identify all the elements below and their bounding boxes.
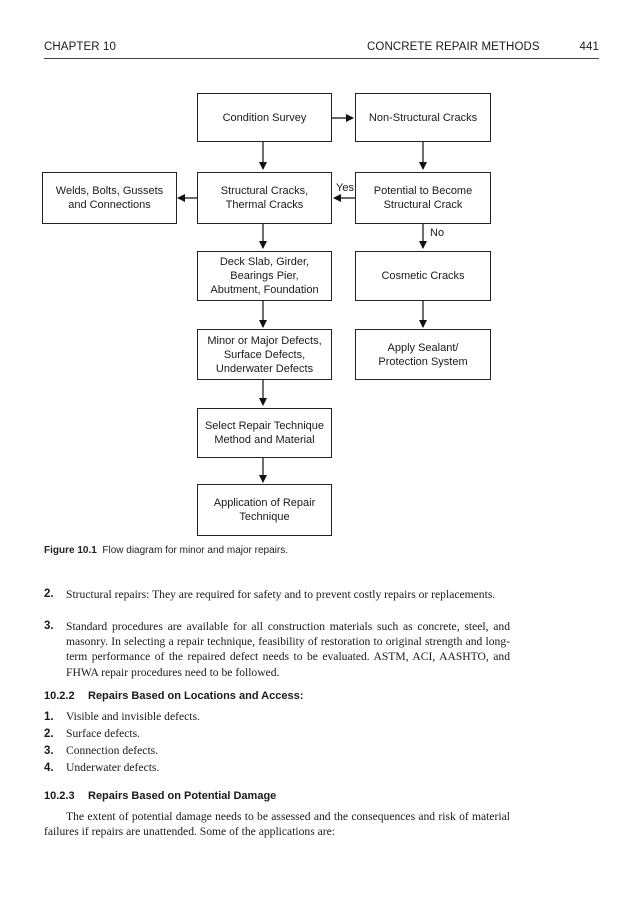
body-paragraph: The extent of potential damage needs to … [44,810,510,839]
item-number: 3. [44,620,54,632]
item-text: Structural repairs: They are required fo… [66,588,496,601]
box-non-structural-cracks: Non-Structural Cracks [355,93,491,142]
figure-caption-text: Flow diagram for minor and major repairs… [102,545,288,556]
box-welds-bolts: Welds, Bolts, Gussets and Connections [42,172,177,224]
item-number: 2. [44,728,54,740]
item-text: Connection defects. [66,744,159,757]
box-cosmetic-cracks: Cosmetic Cracks [355,251,491,301]
box-deck-slab: Deck Slab, Girder, Bearings Pier, Abutme… [197,251,332,301]
box-potential-structural: Potential to Become Structural Crack [355,172,491,224]
item-number: 1. [44,711,54,723]
box-structural-cracks: Structural Cracks, Thermal Cracks [197,172,332,224]
item-text: Visible and invisible defects. [66,710,200,723]
item-text: Surface defects. [66,727,141,740]
page-number: 441 [579,41,599,53]
section-heading-text: Repairs Based on Potential Damage [88,790,277,802]
list-item: 2. Structural repairs: They are required… [44,587,510,602]
section-number: 10.2.2 [44,690,75,702]
item-text: Underwater defects. [66,761,160,774]
list-item: 3. Connection defects. [44,744,158,757]
header-rule [44,58,599,59]
figure-label: Figure 10.1 [44,545,97,556]
chapter-label: CHAPTER 10 [44,41,116,53]
flow-diagram-arrows [177,114,427,483]
label-yes: Yes [336,182,354,194]
figure-caption: Figure 10.1 Flow diagram for minor and m… [44,545,288,556]
box-condition-survey: Condition Survey [197,93,332,142]
running-header: CHAPTER 10 CONCRETE REPAIR METHODS 441 [44,40,599,58]
label-no: No [430,227,445,239]
item-number: 3. [44,745,54,757]
section-heading-10-2-2: 10.2.2 Repairs Based on Locations and Acc… [44,690,303,702]
box-select-technique: Select Repair Technique Method and Mater… [197,408,332,458]
list-item: 3. Standard procedures are available for… [44,619,510,680]
list-item: 4. Underwater defects. [44,761,159,774]
item-number: 2. [44,588,54,600]
item-text: Standard procedures are available for al… [66,620,510,679]
item-number: 4. [44,762,54,774]
list-item: 2. Surface defects. [44,727,140,740]
list-item: 1. Visible and invisible defects. [44,710,200,723]
box-application: Application of Repair Technique [197,484,332,536]
section-number: 10.2.3 [44,790,75,802]
box-apply-sealant: Apply Sealant/ Protection System [355,329,491,380]
section-heading-text: Repairs Based on Locations and Access: [88,690,304,702]
section-title: CONCRETE REPAIR METHODS [367,41,540,53]
section-heading-10-2-3: 10.2.3 Repairs Based on Potential Damage [44,790,276,802]
box-defects: Minor or Major Defects, Surface Defects,… [197,329,332,380]
